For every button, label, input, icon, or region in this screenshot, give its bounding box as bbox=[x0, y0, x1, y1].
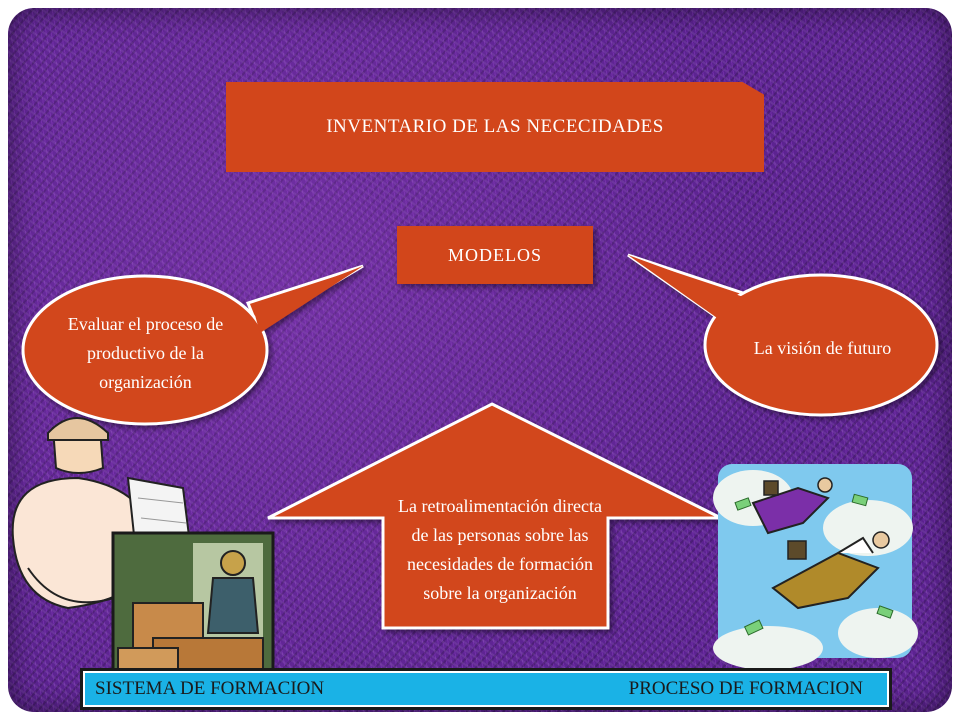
up-arrow-shape bbox=[267, 402, 722, 630]
right-bubble-text: La visión de futuro bbox=[753, 337, 892, 358]
warehouse-worker-icon bbox=[111, 531, 275, 685]
title-text: INVENTARIO DE LAS NECECIDADES bbox=[326, 116, 664, 137]
title-box: INVENTARIO DE LAS NECECIDADES bbox=[226, 82, 764, 172]
modelos-box: MODELOS bbox=[397, 226, 593, 284]
right-speech-bubble bbox=[627, 253, 939, 417]
modelos-text: MODELOS bbox=[447, 244, 542, 265]
footer-right-label: PROCESO DE FORMACION bbox=[628, 678, 863, 699]
slide-background: INVENTARIO DE LAS NECECIDADES MODELOS Ev… bbox=[8, 8, 952, 712]
left-bubble-text: Evaluar el proceso de productivo de la o… bbox=[67, 313, 224, 392]
left-speech-bubble bbox=[21, 264, 364, 426]
flying-businessmen-icon bbox=[713, 464, 918, 670]
footer-left-label: SISTEMA DE FORMACION bbox=[95, 678, 325, 699]
diagram-shapes bbox=[11, 253, 939, 685]
footer-bar: SISTEMA DE FORMACION PROCESO DE FORMACIO… bbox=[80, 668, 892, 710]
arrow-text: La retroalimentación directa de las pers… bbox=[398, 496, 602, 603]
